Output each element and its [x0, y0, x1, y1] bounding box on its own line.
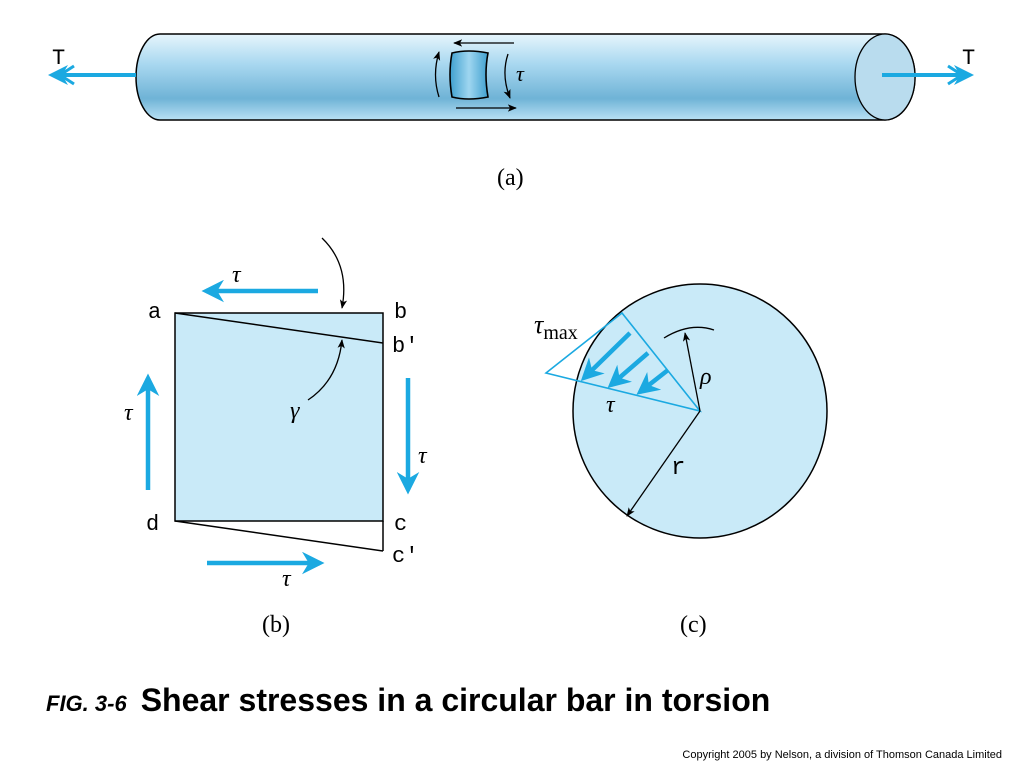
stress-element: [449, 50, 489, 100]
corner-c-prime: c': [392, 544, 418, 569]
stress-distribution-triangle: [544, 311, 703, 413]
panel-b-label: (b): [262, 612, 290, 638]
tau-label-a: τ: [516, 61, 525, 86]
rho-arc: [663, 326, 715, 339]
stress-arrow-mid: [607, 351, 650, 388]
distorted-edge-bottom: [174, 520, 384, 552]
radius-arrow: [626, 410, 701, 517]
stress-arrow-inner: [636, 368, 670, 395]
tau-max-label: τmax: [534, 310, 578, 344]
corner-b-prime: b': [392, 334, 418, 359]
panel-a-label: (a): [497, 165, 524, 191]
figure-title: Shear stresses in a circular bar in tors…: [140, 682, 771, 718]
rho-arrow: [682, 332, 701, 412]
panel-b: a b b' c c' d τ τ τ τ γ (b): [124, 237, 428, 638]
tau-label-top: τ: [232, 262, 242, 288]
panel-a: T T τ (a): [48, 33, 975, 191]
tau-label-bottom: τ: [282, 566, 292, 592]
pointer-arrow-to-b: [321, 237, 348, 309]
tau-max-symbol: τ: [534, 310, 545, 339]
panel-c-label: (c): [680, 612, 707, 638]
tau-label-c: τ: [606, 392, 616, 418]
figure-caption: FIG. 3-6 Shear stresses in a circular bar…: [46, 682, 1006, 719]
torque-label-left: T: [52, 46, 65, 71]
element-shear-arrow-left: [433, 51, 441, 98]
stress-arrow-max: [580, 331, 632, 382]
corner-d: d: [146, 512, 159, 537]
tau-label-right: τ: [418, 443, 428, 469]
tau-max-subscript: max: [543, 322, 577, 344]
radius-label: r: [671, 455, 685, 482]
torque-label-right: T: [962, 46, 975, 71]
shear-element-square: [174, 312, 384, 522]
corner-b: b: [394, 300, 407, 325]
figure-number: FIG. 3-6: [46, 691, 127, 716]
torque-double-head-left: [57, 64, 75, 86]
panel-c: ρ r τmax τ (c): [534, 283, 828, 638]
corner-a: a: [148, 300, 161, 325]
copyright-notice: Copyright 2005 by Nelson, a division of …: [682, 749, 1002, 761]
gamma-label: γ: [290, 398, 300, 424]
tau-label-left: τ: [124, 400, 134, 426]
rho-label: ρ: [699, 364, 712, 390]
corner-c: c: [394, 512, 407, 537]
element-shear-arrow-right: [503, 53, 511, 99]
torque-double-head-right: [947, 64, 965, 86]
distorted-edge-top: [174, 312, 384, 344]
pointer-arrow-gamma: [307, 339, 345, 401]
circular-bar: [135, 33, 916, 121]
